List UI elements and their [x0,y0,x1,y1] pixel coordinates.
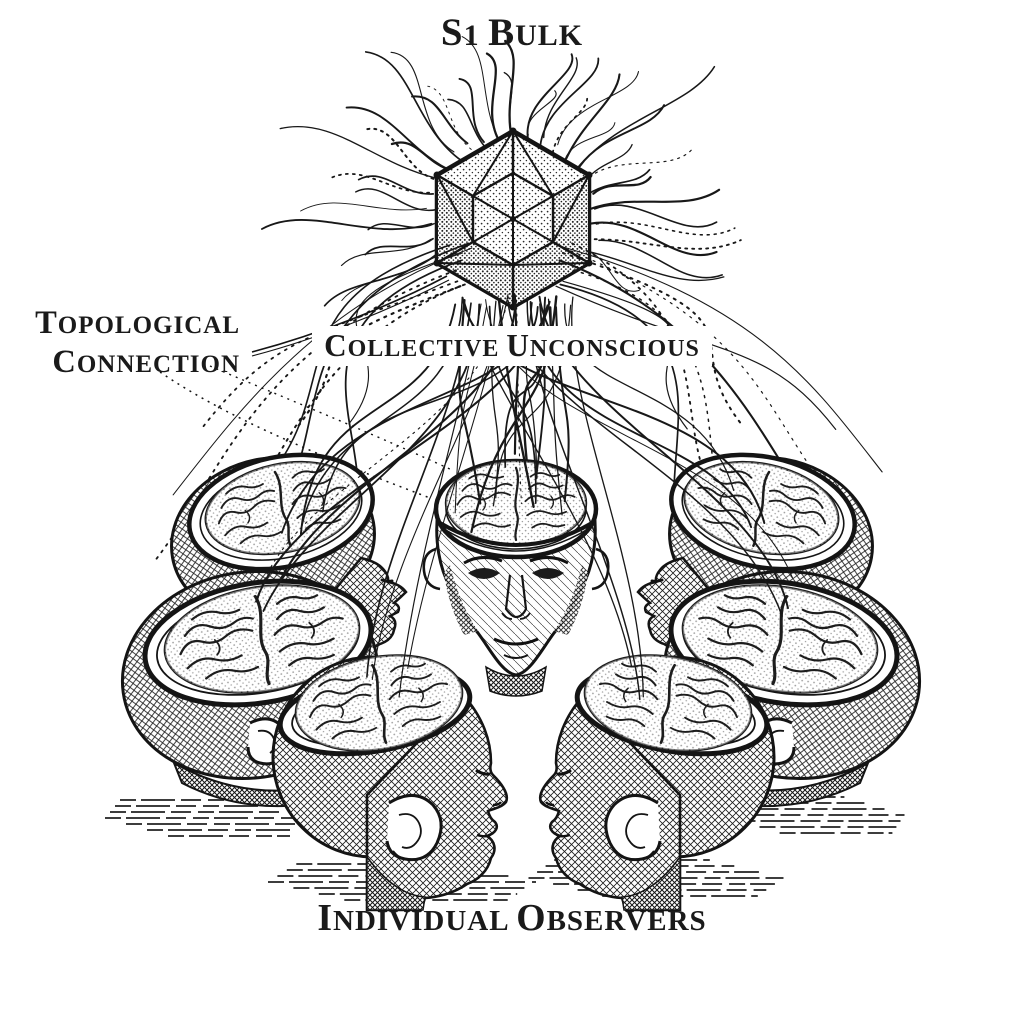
label-topological-connection: Topological Connection [35,304,240,382]
fiber [390,51,455,153]
head-bottom-right [540,643,774,910]
fiber [355,188,438,212]
ground-shadows [105,796,905,901]
fiber [367,222,435,231]
fiber [578,104,666,168]
fiber [593,238,742,250]
fiber [555,285,837,430]
title-s1-bulk: S1 Bulk [440,11,584,54]
fiber [153,269,457,563]
fiber [447,98,488,150]
fiber [543,57,578,139]
fiber [585,143,633,181]
fiber [294,285,462,431]
fiber [598,239,723,279]
fiber [260,219,433,231]
label-collective-unconscious-row: Collective Unconscious [0,326,1024,366]
fiber [575,65,716,170]
fiber [340,238,432,267]
fiber [564,122,616,161]
topological-line2: Connection [52,344,240,380]
label-individual-observers: Individual Observers [317,897,707,939]
fiber [526,53,574,139]
fiber [279,126,436,179]
fiber [584,168,651,197]
label-collective-unconscious: Collective Unconscious [312,326,712,366]
fiber [458,77,485,143]
fiber [329,172,430,194]
fiber [172,247,473,496]
fiber [557,70,640,146]
fiber [592,175,652,195]
fiber [555,244,883,473]
fiber [587,188,721,211]
fiber [503,71,514,138]
fiber [539,57,600,148]
fiber [589,221,718,257]
fiber [565,73,621,160]
leader-lines [159,275,453,499]
fiber [364,127,442,182]
topological-line1: Topological [35,305,240,341]
fiber [581,249,725,282]
fiber [485,52,500,142]
fiber [300,202,427,212]
bulk-icosahedron [433,127,593,311]
fiber [563,247,832,496]
fiber [345,106,455,173]
fiber [595,221,736,236]
fiber [205,283,466,576]
fiber [527,90,557,136]
fiber [583,149,693,182]
fiber [593,204,718,228]
fiber [551,95,588,154]
fiber [357,175,435,195]
